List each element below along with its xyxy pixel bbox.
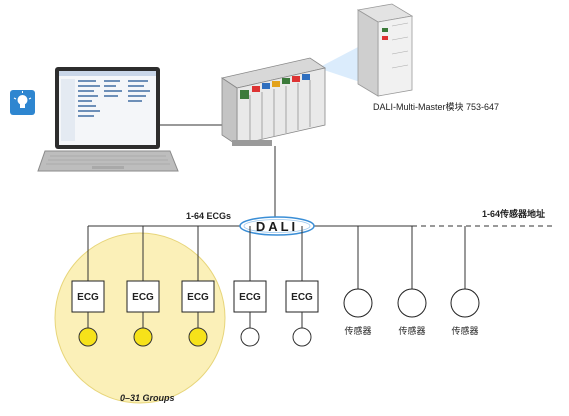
- sensor-unit: 传感器: [450, 226, 480, 336]
- ecg-layer: ECG ECG ECG ECG ECG: [71, 226, 319, 347]
- ecg-box: [233, 280, 267, 313]
- bus-right-label: 1-64传感器地址: [482, 208, 545, 219]
- sensor-icon: [450, 288, 480, 318]
- plc-controller-icon: [221, 57, 326, 146]
- dali-module-icon: [356, 3, 414, 97]
- ecg-unit: ECG: [233, 226, 267, 347]
- group-highlight-circle: [54, 232, 226, 404]
- ecg-box: [181, 280, 215, 313]
- module-label: DALI-Multi-Master模块 753-647: [373, 101, 499, 112]
- sensor-label: 传感器: [398, 325, 425, 336]
- sensor-icon: [397, 288, 427, 318]
- sensor-icon: [343, 288, 373, 318]
- lamp-on-icon: [133, 327, 153, 347]
- sensor-label: 传感器: [344, 325, 371, 336]
- ecg-unit: ECG: [126, 226, 160, 347]
- sensor-layer: 传感器 传感器 传感器: [343, 226, 480, 336]
- sensor-label: 传感器: [451, 325, 478, 336]
- ecg-label: ECG: [187, 292, 209, 303]
- lamp-on-icon: [78, 327, 98, 347]
- bus-left-label: 1-64 ECGs: [186, 211, 231, 221]
- ecg-label: ECG: [77, 292, 99, 303]
- sensor-unit: 传感器: [343, 226, 373, 336]
- ecg-unit: ECG: [71, 226, 105, 347]
- ecg-box: [285, 280, 319, 313]
- ecg-unit: ECG: [285, 226, 319, 347]
- light-bulb-icon: [10, 90, 35, 115]
- sensor-unit: 传感器: [397, 226, 427, 336]
- ecg-label: ECG: [291, 292, 313, 303]
- ecg-unit: ECG: [181, 226, 215, 347]
- ecg-label: ECG: [132, 292, 154, 303]
- laptop-icon: [37, 67, 179, 172]
- ecg-label: ECG: [239, 292, 261, 303]
- lamp-off-icon: [292, 327, 312, 347]
- lamp-on-icon: [188, 327, 208, 347]
- dali-bus-logo: DALI: [239, 216, 315, 236]
- ecg-box: [126, 280, 160, 313]
- dali-logo-text: DALI: [256, 219, 298, 234]
- groups-label: 0–31 Groups: [120, 393, 175, 403]
- lamp-off-icon: [240, 327, 260, 347]
